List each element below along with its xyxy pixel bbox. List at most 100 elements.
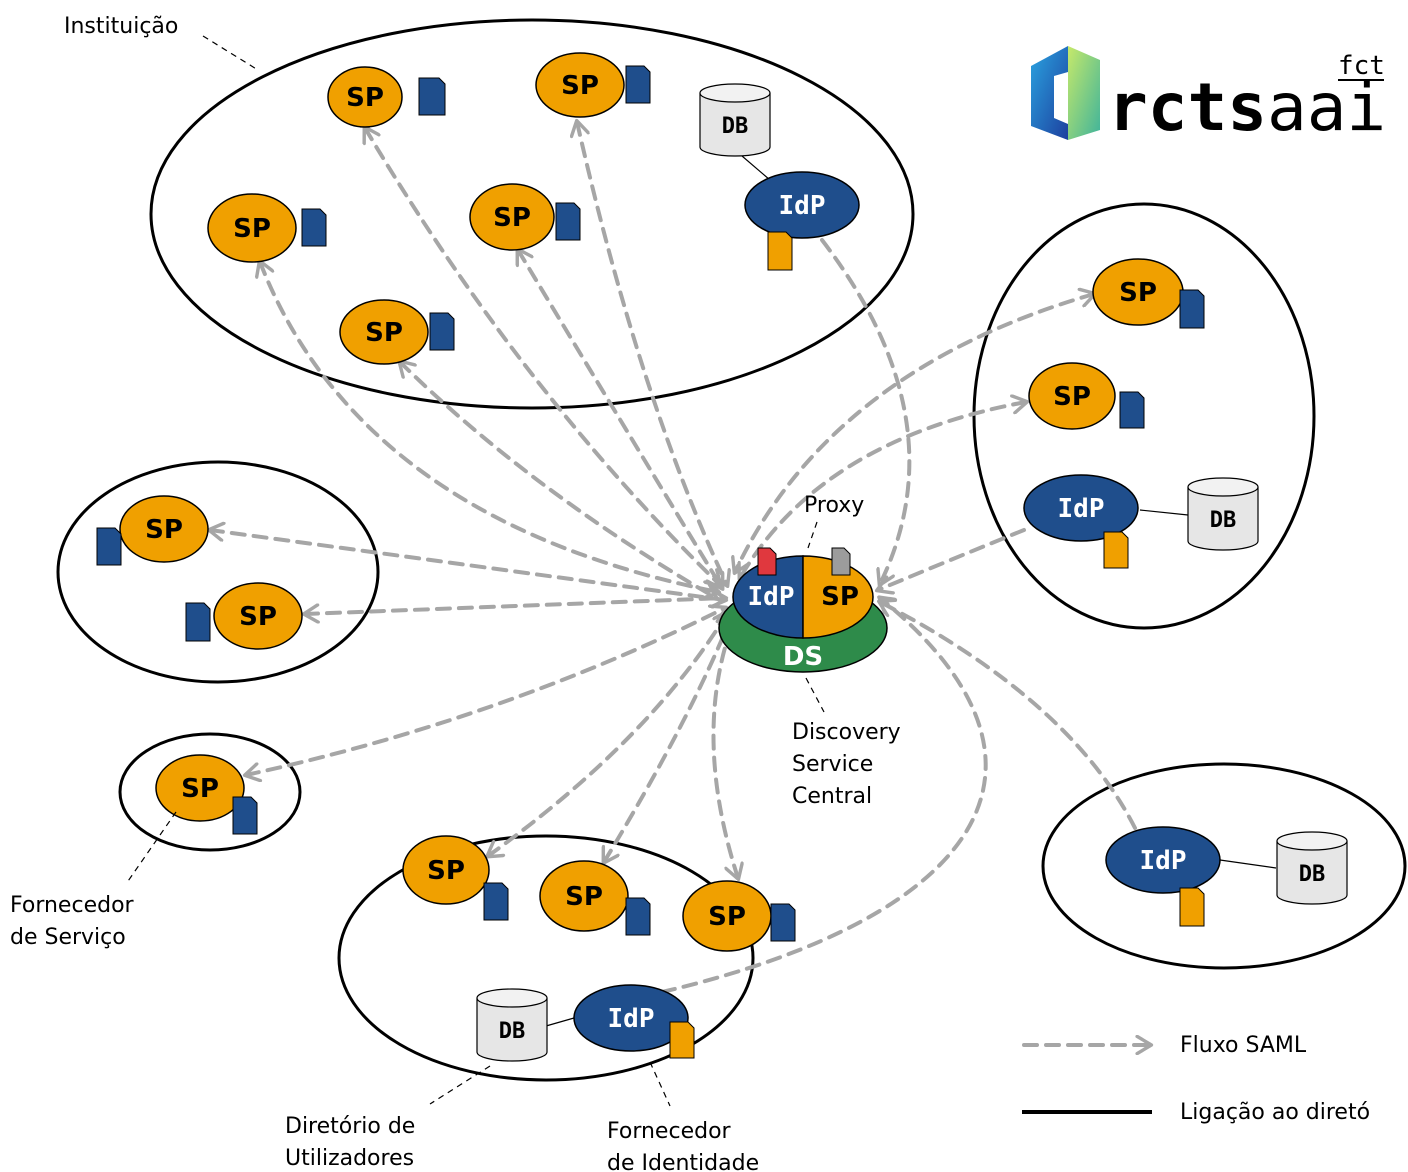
service-provider: SP	[1092, 258, 1205, 329]
identity-provider: IdP	[1105, 826, 1221, 927]
logo-brand-light: aai	[1267, 69, 1386, 146]
sp-label: SP	[145, 515, 183, 545]
saml-flow-arrow	[604, 615, 732, 862]
saml-flows	[210, 122, 1137, 994]
user-directory-database: DB	[699, 83, 771, 157]
logo-wordmark: rctsaai	[1108, 69, 1386, 146]
rctsaai-logo: rctsaai fct	[1031, 46, 1386, 146]
discovery-label-line1: Discovery	[792, 720, 901, 745]
idp-only-group	[1041, 762, 1407, 970]
institution-group-left	[56, 460, 380, 684]
proxy-label: Proxy	[804, 493, 864, 518]
sp-label: SP	[565, 882, 603, 912]
institution-label: Instituição	[64, 14, 178, 39]
sp-label: SP	[1119, 278, 1157, 308]
institution-pointer	[202, 35, 259, 71]
metadata-document-icon	[232, 796, 258, 835]
identity-provider: IdP	[1023, 474, 1139, 569]
metadata-document-icon	[625, 897, 651, 936]
user-directory-database: DB	[1276, 831, 1348, 905]
saml-flow-arrow	[246, 608, 725, 775]
metadata-document-icon	[757, 547, 777, 576]
directory-link	[1219, 859, 1277, 869]
metadata-document-icon	[429, 312, 455, 351]
metadata-document-icon	[555, 202, 581, 241]
saml-flow-arrow	[260, 262, 718, 592]
db-label: DB	[1299, 862, 1326, 887]
user-directory-database: DB	[1187, 477, 1259, 551]
logo-funder: fct	[1338, 51, 1385, 81]
sp-label: SP	[427, 856, 465, 886]
saml-flow-arrow	[740, 402, 1026, 578]
service-provider: SP	[96, 495, 209, 566]
service-provider: SP	[339, 299, 455, 365]
identity-provider: IdP	[744, 171, 860, 271]
metadata-document-icon	[96, 527, 122, 566]
saml-flow-arrow	[711, 615, 738, 878]
central-proxy-discovery-service: DS IdP SP	[718, 547, 888, 673]
service-provider: SP	[1028, 362, 1145, 430]
sp-label: SP	[1053, 382, 1091, 412]
service-provider: SP	[682, 880, 796, 952]
db-label: DB	[1210, 508, 1237, 533]
idp-label: IdP	[779, 191, 826, 221]
saml-flow-arrow	[488, 612, 728, 856]
metadata-document-icon	[1119, 391, 1145, 429]
identity-provider-label-line1: Fornecedor	[607, 1119, 732, 1144]
metadata-document-icon	[831, 547, 851, 576]
proxy-sp-label: SP	[821, 582, 859, 612]
proxy-idp-label: IdP	[748, 582, 795, 612]
saml-flow-arrow	[660, 598, 988, 994]
idp-label: IdP	[608, 1004, 655, 1034]
user-directory-pointer	[429, 1065, 491, 1105]
metadata-document-icon	[301, 208, 327, 247]
ds-label: DS	[783, 642, 823, 672]
metadata-document-icon	[1179, 289, 1205, 329]
sp-label: SP	[239, 602, 277, 632]
user-directory-label-line1: Diretório de	[285, 1114, 415, 1139]
db-label: DB	[722, 114, 749, 139]
legend: Fluxo SAML Ligação ao diretó	[1022, 1033, 1370, 1125]
service-provider: SP	[539, 860, 651, 936]
identity-provider-label-line2: de Identidade	[607, 1151, 759, 1172]
service-provider: SP	[535, 52, 651, 118]
sp-label: SP	[708, 902, 746, 932]
directory-link	[545, 1017, 575, 1027]
service-provider: SP	[469, 183, 581, 251]
metadata-document-icon	[418, 77, 446, 116]
user-directory-database: DB	[476, 988, 548, 1062]
identity-provider: IdP	[573, 984, 695, 1059]
service-provider-pointer	[125, 811, 177, 885]
service-provider-label-line1: Fornecedor	[10, 893, 135, 918]
discovery-label-line3: Central	[792, 784, 872, 809]
sp-label: SP	[493, 203, 531, 233]
identity-provider-pointer	[649, 1061, 671, 1107]
proxy-pointer	[807, 521, 818, 549]
logo-brand-bold: rcts	[1108, 69, 1267, 146]
directory-link	[1139, 509, 1189, 516]
metadata-document-icon	[185, 602, 211, 642]
sp-label: SP	[181, 774, 219, 804]
metadata-document-icon	[669, 1021, 695, 1059]
db-label: DB	[499, 1019, 526, 1044]
service-provider: SP	[402, 835, 509, 921]
legend-saml-flow-label: Fluxo SAML	[1180, 1033, 1307, 1058]
saml-flow-arrow	[820, 238, 912, 584]
service-provider: SP	[185, 582, 303, 650]
service-provider: SP	[155, 754, 258, 835]
idp-label: IdP	[1140, 846, 1187, 876]
metadata-document-icon	[483, 882, 509, 921]
saml-flow-arrow	[210, 530, 725, 600]
sp-label: SP	[346, 83, 384, 113]
idp-label: IdP	[1058, 494, 1105, 524]
discovery-pointer	[805, 677, 825, 713]
user-directory-label-line2: Utilizadores	[285, 1146, 414, 1171]
legend-directory-link-label: Ligação ao diretó	[1180, 1100, 1370, 1125]
discovery-label-line2: Service	[792, 752, 873, 777]
service-provider-label-line2: de Serviço	[10, 925, 126, 950]
metadata-document-icon	[770, 903, 796, 942]
metadata-document-icon	[1103, 531, 1129, 569]
sp-label: SP	[561, 71, 599, 101]
